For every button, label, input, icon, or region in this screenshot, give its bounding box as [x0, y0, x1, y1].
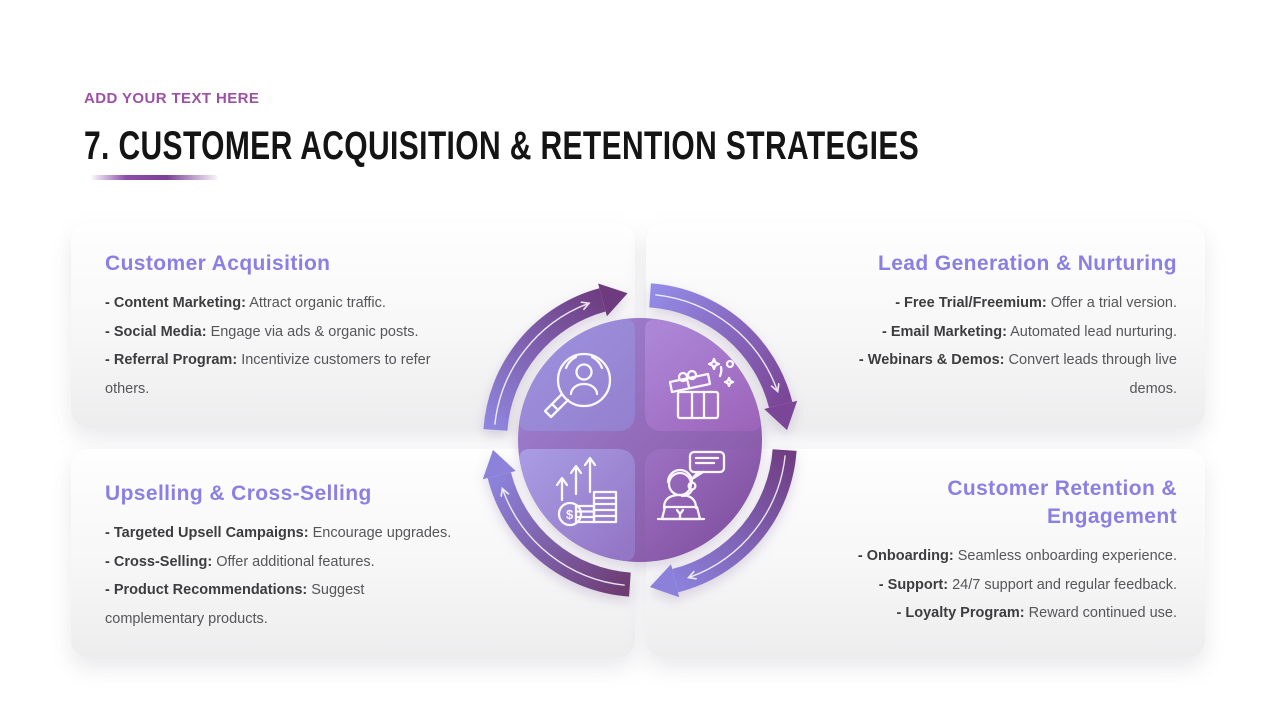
card-title: Customer Acquisition: [105, 252, 331, 275]
card-title: Lead Generation & Nurturing: [878, 252, 1177, 275]
bullet-item: - Support: 24/7 support and regular feed…: [878, 576, 1177, 593]
quadrant-customer-retention: [645, 449, 761, 561]
page-title: 7. CUSTOMER ACQUISITION & RETENTION STRA…: [84, 124, 920, 168]
cycle-arrowhead-top: [598, 283, 628, 317]
bullet-item: - Targeted Upsell Campaigns: Encourage u…: [105, 525, 452, 541]
cycle-arrow-bottom-right: [671, 449, 797, 593]
bullet-item: - Social Media: Engage via ads & organic…: [105, 323, 419, 340]
bullet-item: - Referral Program: Incentivize customer…: [105, 352, 431, 397]
bullet-item: - Email Marketing: Automated lead nurtur…: [882, 323, 1177, 340]
guide-arrows: [494, 294, 786, 586]
bullet-list: - Content Marketing: Attract organic tra…: [105, 289, 615, 403]
bullet-list: - Onboarding: Seamless onboarding experi…: [666, 542, 1177, 628]
cycle-arrow-bottom-left: [487, 471, 631, 597]
bullet-list: - Free Trial/Freemium: Offer a trial ver…: [666, 289, 1177, 403]
customer-search-icon: [543, 352, 612, 419]
revenue-growth-icon: $: [555, 456, 618, 527]
bullet-item: - Onboarding: Seamless onboarding experi…: [857, 548, 1177, 564]
card-title: Upselling & Cross-Selling: [105, 482, 372, 505]
card-title: Customer Retention & Engagement: [947, 477, 1177, 528]
bullet-item: - Cross-Selling: Offer additional featur…: [105, 553, 375, 570]
customer-support-icon: [656, 450, 726, 521]
cycle-arrowhead-left: [482, 449, 516, 480]
bullet-item: - Loyalty Program: Reward continued use.: [896, 605, 1177, 621]
cycle-arrows: [482, 283, 798, 598]
svg-text:$: $: [566, 507, 574, 522]
cycle-arrowhead-bottom: [649, 564, 680, 598]
cycle-diagram: $: [482, 283, 798, 598]
bullet-list: - Targeted Upsell Campaigns: Encourage u…: [105, 519, 615, 633]
kicker-text: ADD YOUR TEXT HERE: [84, 90, 260, 107]
bullet-item: - Content Marketing: Attract organic tra…: [105, 295, 386, 311]
cycle-arrowhead-right: [764, 400, 798, 431]
bullet-item: - Product Recommendations: Suggest compl…: [105, 582, 365, 627]
bullet-item: - Free Trial/Freemium: Offer a trial ver…: [895, 295, 1177, 311]
cycle-arrow-top-right: [649, 283, 793, 409]
title-underline: [90, 175, 218, 180]
gift-icon: [668, 357, 735, 420]
bullet-item: - Webinars & Demos: Convert leads throug…: [858, 352, 1177, 397]
